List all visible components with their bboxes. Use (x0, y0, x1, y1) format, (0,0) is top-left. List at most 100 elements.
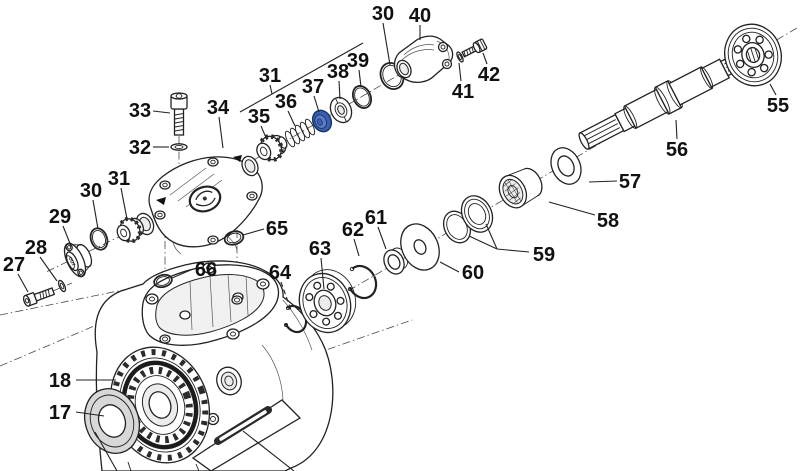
part-valve-seal-37-blue (311, 109, 333, 133)
part-label-31l: 31 (108, 168, 130, 190)
part-label-33: 33 (129, 100, 151, 122)
part-label-60: 60 (462, 262, 484, 284)
part-seal-ring-38 (329, 96, 353, 124)
cut-leader-right (242, 430, 295, 471)
leader-line-56 (675, 119, 678, 140)
part-label-37: 37 (302, 76, 324, 98)
part-label-64: 64 (269, 262, 292, 284)
leader-line-35 (260, 125, 268, 141)
leader-line-30t (382, 22, 391, 66)
leader-line-33 (152, 110, 171, 114)
part-o-ring-39 (351, 85, 373, 109)
part-label-32: 32 (129, 137, 151, 159)
part-label-17: 17 (49, 402, 71, 424)
bore-axis-line (239, 319, 413, 381)
leader-line-61 (377, 226, 387, 250)
leader-line-31l (120, 187, 128, 220)
leader-line-30l (92, 199, 99, 230)
part-o-ring-66 (153, 273, 173, 289)
part-crankcase-18 (94, 260, 334, 471)
part-valve-cover-40 (393, 35, 454, 83)
leader-line-57 (588, 180, 618, 183)
leader-line-63 (320, 257, 325, 290)
part-label-56: 56 (666, 139, 688, 161)
part-label-41: 41 (452, 81, 474, 103)
flange-bolt-bosses (145, 262, 270, 340)
part-pto-shaft-56 (578, 50, 749, 150)
cut-leader-left (94, 431, 118, 471)
leader-line-36 (287, 110, 296, 127)
leader-line-39 (358, 69, 362, 88)
part-label-31t: 31 (259, 65, 281, 87)
part-label-30t: 30 (372, 3, 394, 25)
leader-line-42 (482, 52, 488, 65)
part-washer-28 (57, 279, 67, 293)
part-label-30l: 30 (80, 180, 102, 202)
part-washer-41 (456, 51, 464, 63)
head-top-port (241, 155, 259, 177)
part-label-65: 65 (266, 218, 288, 240)
leader-line-59 (468, 235, 530, 253)
part-label-36: 36 (275, 91, 297, 113)
leader-line-29 (62, 225, 72, 247)
part-bushing-61 (383, 247, 409, 275)
flow-arrow-icon (156, 197, 166, 205)
leader-lines (17, 22, 777, 417)
part-label-42: 42 (478, 64, 500, 86)
brand-logo-medallion (188, 185, 222, 213)
leader-line-38 (338, 80, 341, 100)
part-label-28: 28 (25, 237, 47, 259)
leader-line-58 (548, 201, 596, 216)
part-shim-disc-60 (400, 223, 440, 271)
leader-line-59 (485, 223, 498, 250)
part-label-63: 63 (309, 238, 331, 260)
part-label-58: 58 (597, 210, 619, 232)
leader-line-66 (171, 268, 194, 279)
part-washer-57 (550, 147, 582, 185)
leader-line-37 (313, 95, 320, 113)
part-label-38: 38 (327, 61, 349, 83)
part-bolt-42 (461, 38, 488, 58)
part-bolt-33 (170, 92, 188, 136)
shaft-bore-boss (216, 366, 242, 396)
part-label-39: 39 (347, 50, 369, 72)
part-label-35: 35 (248, 106, 270, 128)
crankcase-cavity (155, 273, 265, 336)
part-label-57: 57 (619, 171, 641, 193)
flow-arrow-icon (233, 155, 242, 162)
part-label-62: 62 (342, 219, 364, 241)
leader-line-62 (353, 238, 360, 257)
part-bolt-27 (22, 287, 56, 307)
leader-line-34 (218, 116, 224, 149)
leader-line-65 (242, 228, 265, 236)
part-label-40: 40 (409, 5, 431, 27)
part-valve-assembly-35 (256, 134, 288, 162)
part-label-34: 34 (207, 97, 230, 119)
leader-line-55 (769, 83, 777, 96)
part-washer-32 (170, 143, 188, 151)
part-cylinder-head-34 (135, 155, 263, 255)
part-label-61: 61 (365, 207, 387, 229)
leader-line-41 (458, 62, 462, 82)
part-label-18: 18 (49, 370, 71, 392)
part-seal-rings-59 (442, 195, 494, 244)
leader-line-28 (39, 256, 58, 282)
part-ball-bearing-55 (724, 23, 782, 87)
part-label-27: 27 (3, 254, 25, 276)
part-o-ring-30-left (89, 227, 109, 251)
part-needle-bearing-58 (498, 167, 543, 209)
part-label-66: 66 (195, 259, 217, 281)
part-label-29: 29 (49, 206, 71, 228)
leader-line-60 (439, 261, 460, 273)
mounting-rail (191, 399, 302, 471)
part-label-59: 59 (533, 244, 555, 266)
leader-line-17 (75, 411, 105, 417)
leader-line-27 (17, 273, 29, 293)
alignment-line-1 (0, 288, 129, 316)
out-marking: OUT (68, 256, 77, 267)
leader-line-31t (239, 42, 364, 113)
part-valve-cover-29: OUT (63, 242, 93, 278)
